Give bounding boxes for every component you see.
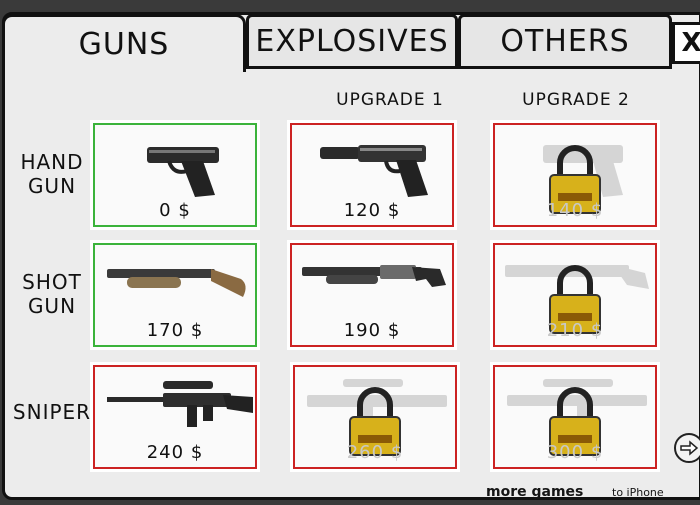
footer-more-games: more games bbox=[486, 484, 584, 500]
item-card-shotgun[interactable]: 170 $ bbox=[90, 240, 260, 350]
pistol-icon bbox=[147, 147, 219, 197]
item-card-silenced-pistol[interactable]: 120 $ bbox=[287, 120, 457, 230]
lock-icon bbox=[549, 387, 601, 456]
item-card-combat-shotgun[interactable]: 210 $ bbox=[490, 240, 660, 350]
item-price: 120 $ bbox=[343, 200, 401, 221]
lock-icon bbox=[349, 387, 401, 456]
item-price: 0 $ bbox=[159, 200, 191, 221]
tab-others[interactable]: OTHERS bbox=[458, 14, 672, 69]
lock-icon bbox=[549, 145, 601, 214]
tab-guns[interactable]: GUNS bbox=[2, 14, 246, 72]
item-price: 190 $ bbox=[343, 320, 401, 341]
tab-explosives[interactable]: EXPLOSIVES bbox=[246, 14, 458, 69]
item-card-pump-shotgun[interactable]: 190 $ bbox=[287, 240, 457, 350]
silenced-pistol-icon bbox=[320, 145, 428, 197]
row-label-hand-gun: HAND GUN bbox=[12, 150, 92, 198]
lock-icon bbox=[549, 265, 601, 334]
row-label-shot-gun: SHOT GUN bbox=[12, 270, 92, 318]
shotgun-icon bbox=[107, 269, 246, 297]
item-price: 240 $ bbox=[146, 442, 204, 463]
item-card-pistol[interactable]: 0 $ bbox=[90, 120, 260, 230]
item-price: 140 $ bbox=[546, 200, 604, 221]
row-label-sniper: SNIPER bbox=[6, 400, 98, 424]
item-card-heavy-pistol[interactable]: 140 $ bbox=[490, 120, 660, 230]
footer-platform: to iPhone bbox=[612, 486, 664, 499]
sniper-rifle-icon bbox=[107, 381, 253, 427]
item-price: 210 $ bbox=[546, 320, 604, 341]
row-label-text: SHOT GUN bbox=[22, 270, 82, 318]
item-card-scoped-rifle[interactable]: 300 $ bbox=[490, 362, 660, 472]
pump-shotgun-icon bbox=[302, 265, 446, 287]
row-label-text: SNIPER bbox=[12, 400, 92, 424]
next-page-button[interactable] bbox=[674, 433, 700, 463]
close-button[interactable]: X bbox=[672, 22, 700, 64]
item-card-sniper-rifle[interactable]: 240 $ bbox=[90, 362, 260, 472]
item-price: 260 $ bbox=[346, 442, 404, 463]
item-price: 170 $ bbox=[146, 320, 204, 341]
item-price: 300 $ bbox=[546, 442, 604, 463]
item-card-heavy-sniper[interactable]: 260 $ bbox=[290, 362, 460, 472]
column-header-upgrade-1: UPGRADE 1 bbox=[336, 90, 444, 110]
arrow-right-icon bbox=[680, 440, 699, 456]
row-label-text: HAND GUN bbox=[20, 150, 84, 198]
column-header-upgrade-2: UPGRADE 2 bbox=[522, 90, 630, 110]
